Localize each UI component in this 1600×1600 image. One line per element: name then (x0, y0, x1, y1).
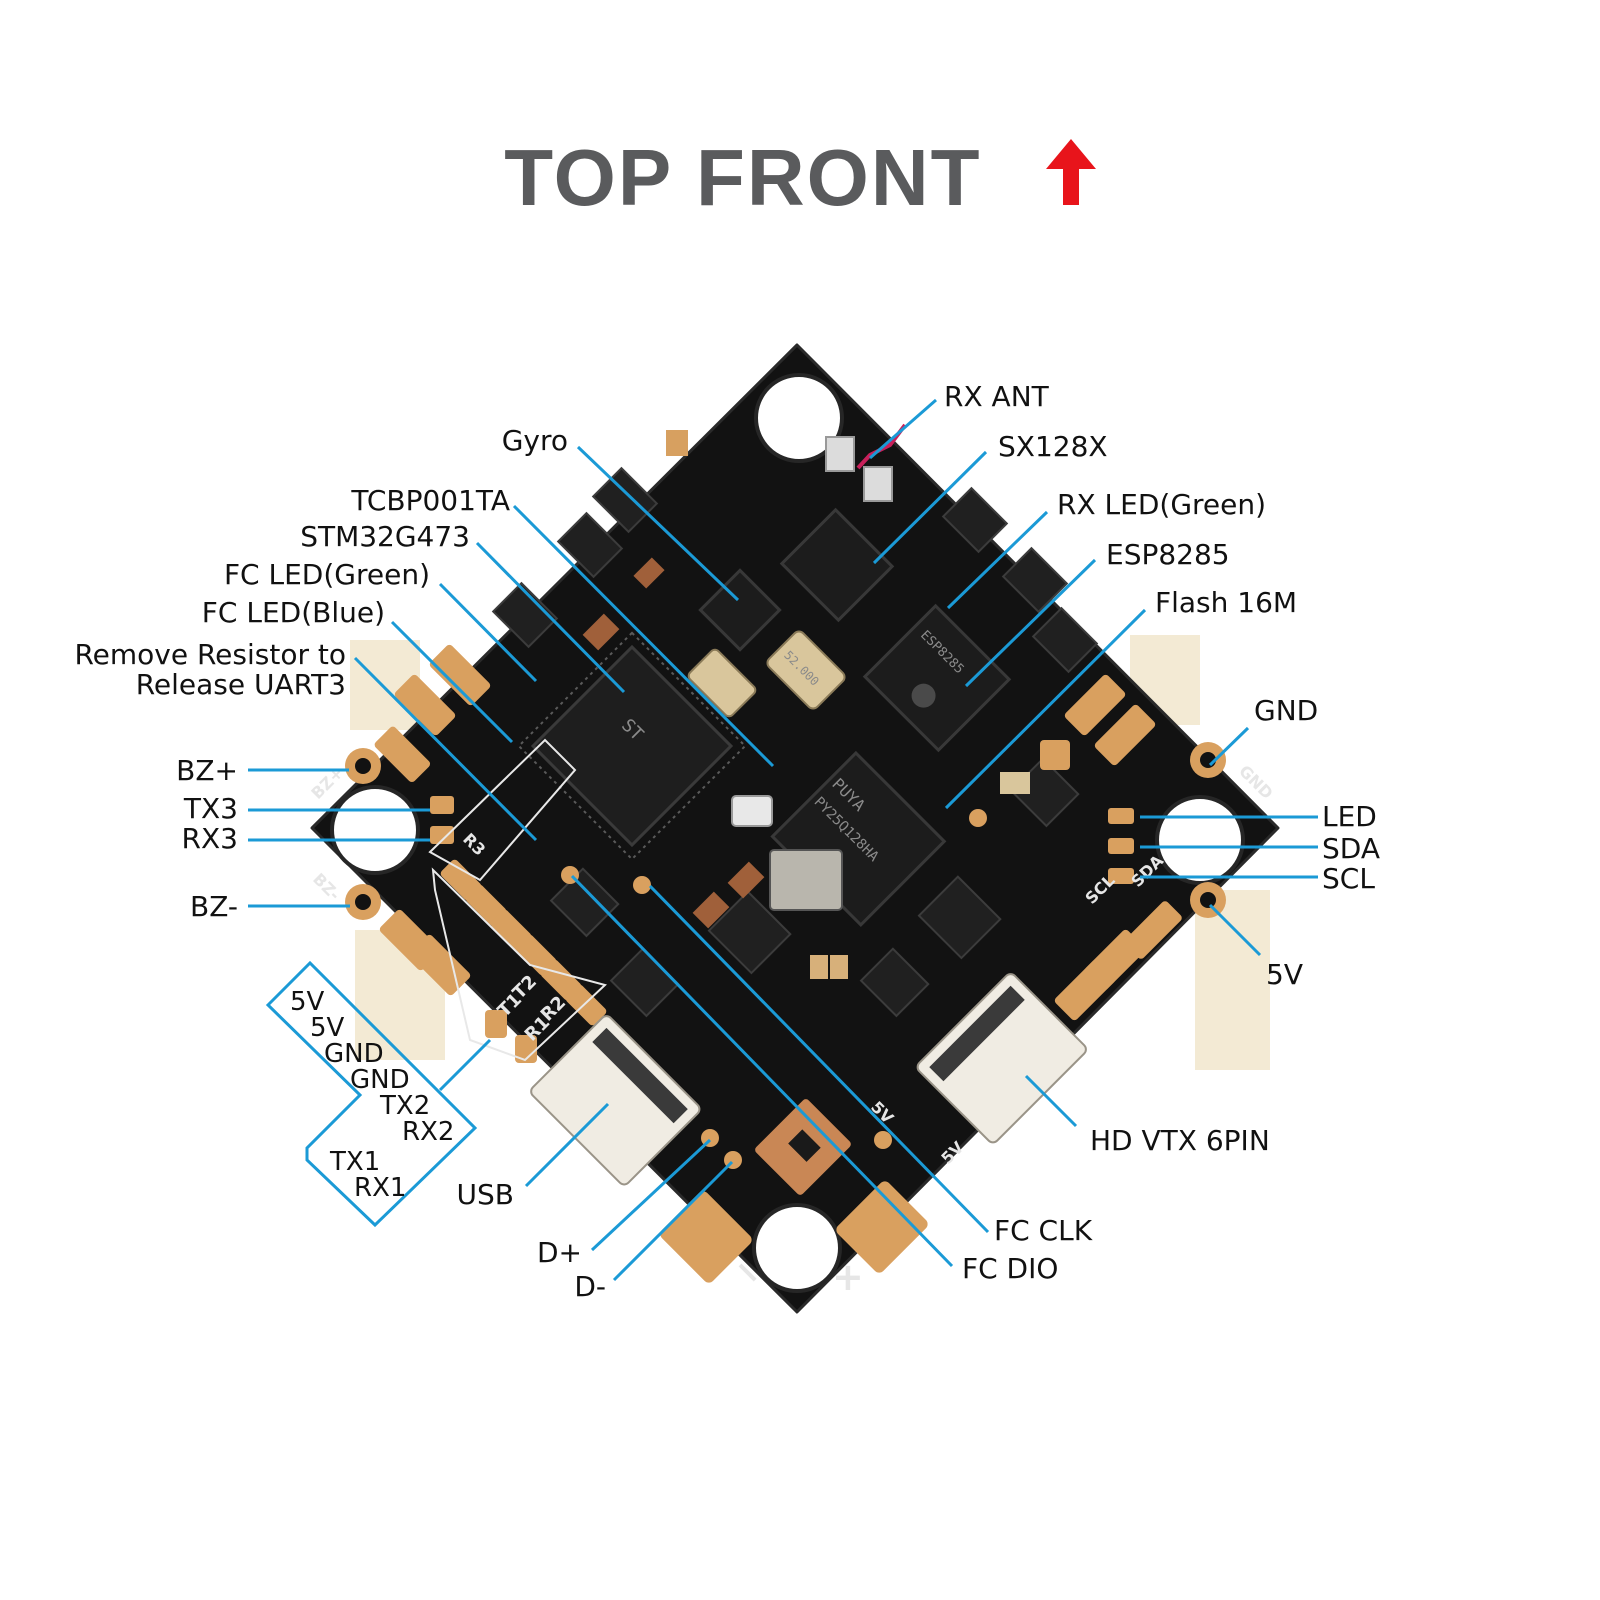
uart3-outline (428, 738, 577, 882)
label-usb: USB (457, 1178, 514, 1211)
pin-label-3: GND (324, 1039, 384, 1069)
label-rx3: RX3 (182, 822, 238, 855)
label-sx128x: SX128X (998, 430, 1108, 463)
pin-label-2: 5V (310, 1013, 345, 1043)
pin-label-8: RX1 (354, 1173, 406, 1203)
barometer-chip (731, 795, 773, 827)
sx128x-chip (779, 507, 895, 623)
label-tx3: TX3 (183, 792, 238, 825)
leader-lines (248, 398, 1318, 1282)
pin-label-1: 5V (290, 987, 325, 1017)
mount-hole-bottom (752, 1203, 842, 1293)
flash-chip: PUYA PY25Q128HA (770, 750, 947, 927)
fc-dio-pad (633, 876, 651, 894)
flash-test-pad (969, 809, 987, 827)
label-scl: SCL (1322, 862, 1375, 895)
silk-plus: + (832, 1255, 864, 1299)
mount-hole-left (330, 785, 420, 875)
crystal-8mhz (687, 648, 757, 718)
gyro-chip (698, 568, 782, 652)
label-stm32: STM32G473 (300, 520, 470, 553)
left-upper-pads (374, 644, 491, 783)
antenna-pad-a (825, 436, 855, 472)
hd-vtx-connector (916, 973, 1087, 1144)
mount-hole-top (754, 373, 844, 463)
pin-label-5: TX2 (379, 1091, 430, 1121)
right-lower-pads (1054, 901, 1182, 1021)
label-rx-led: RX LED(Green) (1057, 488, 1266, 521)
title-text: TOP FRONT (504, 132, 982, 222)
flight-controller-board: ST PUYA PY25Q128HA ESP8285 (307, 343, 1280, 1314)
rx3-pad (430, 826, 454, 844)
small-components (491, 466, 1099, 1018)
label-bz-minus: BZ- (190, 890, 238, 923)
silk-bz-minus: BZ- (309, 869, 344, 904)
pin-label-4: GND (350, 1065, 410, 1095)
label-remove-resistor-2: Release UART3 (136, 668, 346, 701)
i2c-pads (1108, 808, 1134, 884)
page-title: TOP FRONT (0, 126, 1600, 224)
label-bz-plus: BZ+ (176, 754, 238, 787)
usb-connector (530, 1015, 701, 1186)
boot-pad (755, 1099, 851, 1195)
label-fc-led-green: FC LED(Green) (224, 558, 430, 591)
antenna-pad-b (863, 466, 893, 502)
label-remove-resistor-1: Remove Resistor to (74, 638, 346, 671)
label-led: LED (1322, 800, 1377, 833)
callout-labels: RX ANT SX128X RX LED(Green) ESP8285 Flas… (74, 380, 1380, 1303)
label-gyro: Gyro (502, 424, 568, 457)
red-up-arrow-icon (1045, 132, 1096, 224)
connector-pin-box (265, 960, 478, 1228)
label-5v: 5V (1266, 958, 1303, 991)
right-upper-pads (1040, 674, 1156, 770)
label-esp8285: ESP8285 (1106, 538, 1230, 571)
label-sda: SDA (1322, 832, 1380, 865)
label-d-minus: D- (574, 1270, 606, 1303)
right-lower-connector (1195, 890, 1270, 1070)
label-tcbp: TCBP001TA (350, 484, 510, 517)
stm32-chip: ST (517, 631, 747, 861)
crystal-52mhz: 52.000 (766, 630, 846, 710)
label-fc-dio: FC DIO (962, 1252, 1058, 1285)
pin-label-6: RX2 (402, 1117, 454, 1147)
esp8285-chip: ESP8285 (862, 603, 1012, 753)
vtx-5v-pad (874, 1131, 892, 1149)
label-rx-ant: RX ANT (944, 380, 1050, 413)
battery-plus-pad (836, 1181, 928, 1273)
label-gnd: GND (1254, 694, 1318, 727)
label-hd-vtx: HD VTX 6PIN (1090, 1124, 1270, 1157)
passive-components (582, 430, 1030, 979)
label-fc-clk: FC CLK (994, 1214, 1093, 1247)
inductor (769, 849, 843, 911)
battery-minus-pad (660, 1191, 752, 1283)
mount-hole-right (1155, 795, 1245, 885)
uart-pad-group (440, 859, 607, 1063)
label-d-plus: D+ (537, 1236, 582, 1269)
tx3-pad (430, 796, 454, 814)
uart-pad-outline (431, 867, 607, 1062)
label-fc-led-blue: FC LED(Blue) (202, 596, 385, 629)
pin-label-7: TX1 (329, 1147, 380, 1177)
label-flash: Flash 16M (1155, 586, 1297, 619)
